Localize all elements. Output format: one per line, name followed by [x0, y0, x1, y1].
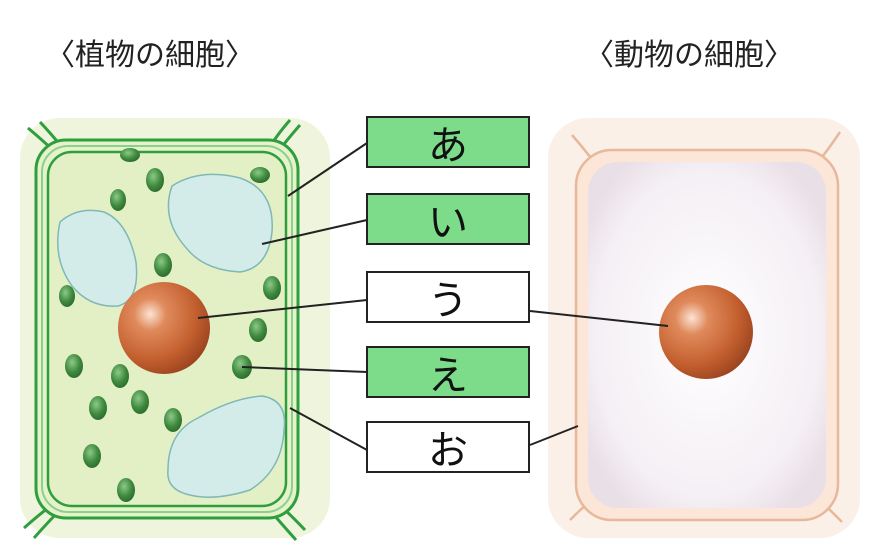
label-box-e: え: [366, 346, 530, 399]
label-box-u: う: [366, 271, 530, 324]
leader-line-o-animal: [529, 425, 579, 446]
chloroplast: [59, 285, 75, 307]
plant-cell: [20, 118, 330, 541]
leader-lines: [197, 142, 669, 451]
chloroplast: [117, 478, 135, 502]
vacuole: [167, 173, 273, 273]
leader-line-e: [241, 366, 368, 373]
leader-line-i: [261, 219, 368, 245]
chloroplast: [111, 364, 129, 388]
chloroplast: [164, 408, 182, 432]
chloroplast: [65, 354, 83, 378]
plant-cell-wall-inner: [41, 145, 293, 513]
animal-cell-title: 〈動物の細胞〉: [584, 38, 794, 73]
chloroplast: [89, 396, 107, 420]
chloroplast: [131, 390, 149, 414]
chloroplasts: [59, 148, 281, 502]
plant-nucleus: [118, 282, 210, 374]
plant-cell-title: 〈植物の細胞〉: [45, 38, 255, 73]
vacuole: [57, 209, 138, 307]
chloroplast: [120, 148, 140, 162]
chloroplast: [250, 167, 270, 183]
animal-nucleus: [659, 285, 753, 379]
label-box-o: お: [366, 421, 530, 474]
vacuole: [167, 395, 286, 498]
label-box-a: あ: [366, 116, 530, 169]
leader-line-a: [287, 142, 368, 197]
leader-line-u-plant: [197, 299, 368, 319]
label-text: お: [428, 428, 468, 474]
label-text: え: [428, 353, 468, 399]
chloroplast: [154, 253, 172, 277]
label-box-i: い: [366, 193, 530, 246]
chloroplast: [263, 276, 281, 300]
label-text: う: [428, 278, 468, 324]
label-text: あ: [428, 123, 468, 169]
chloroplast: [83, 444, 101, 468]
chloroplast: [249, 318, 267, 342]
animal-cell: [548, 118, 860, 538]
label-text: い: [428, 200, 468, 246]
chloroplast: [110, 189, 126, 211]
leader-line-u-animal: [529, 310, 669, 327]
leader-line-o-plant: [289, 407, 368, 451]
chloroplast: [146, 168, 164, 192]
